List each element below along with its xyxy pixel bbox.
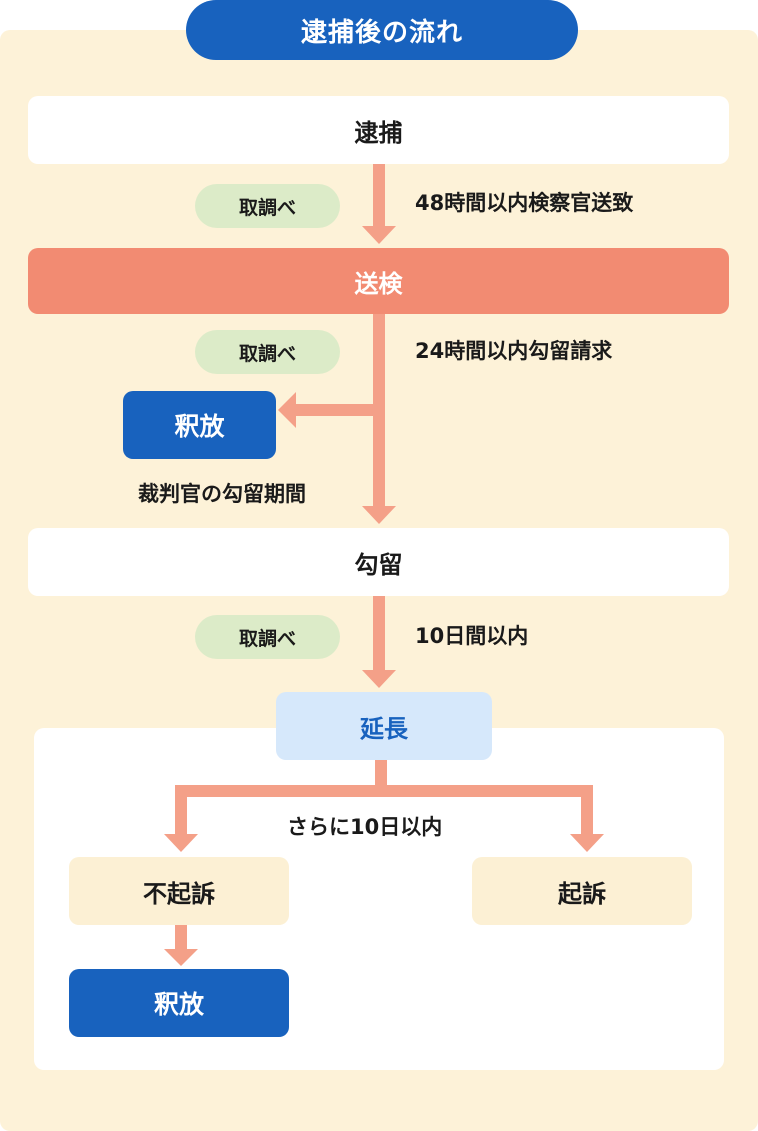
note-judge-detention: 裁判官の勾留期間	[138, 482, 306, 506]
tag-investigation: 取調べ	[195, 184, 340, 228]
stage-arrest: 逮捕	[28, 96, 729, 164]
arrow-head	[278, 392, 296, 428]
stage-prosecution: 起訴	[472, 857, 692, 925]
arrow-head	[164, 949, 198, 966]
arrow-shaft	[581, 785, 593, 836]
arrow-head	[362, 670, 396, 688]
note-24-hours: 24時間以内勾留請求	[415, 339, 613, 363]
tag-investigation: 取調べ	[195, 615, 340, 659]
stage-release-early: 釈放	[123, 391, 276, 459]
arrow-head	[164, 834, 198, 852]
arrow-shaft	[175, 785, 593, 797]
stage-detention: 勾留	[28, 528, 729, 596]
note-additional-10-days: さらに10日以内	[287, 815, 443, 839]
arrow-shaft	[373, 164, 385, 228]
stage-release-final: 釈放	[69, 969, 289, 1037]
arrow-shaft	[294, 404, 379, 416]
note-48-hours: 48時間以内検察官送致	[415, 191, 634, 215]
stage-referral: 送検	[28, 248, 729, 314]
arrow-head	[570, 834, 604, 852]
tag-investigation: 取調べ	[195, 330, 340, 374]
arrow-head	[362, 226, 396, 244]
stage-non-prosecution: 不起訴	[69, 857, 289, 925]
flow-title: 逮捕後の流れ	[186, 0, 578, 60]
stage-extension: 延長	[276, 692, 492, 760]
note-10-days: 10日間以内	[415, 624, 529, 648]
arrow-shaft	[175, 785, 187, 836]
arrow-shaft	[175, 925, 187, 951]
arrow-shaft	[373, 596, 385, 672]
arrow-head	[362, 506, 396, 524]
